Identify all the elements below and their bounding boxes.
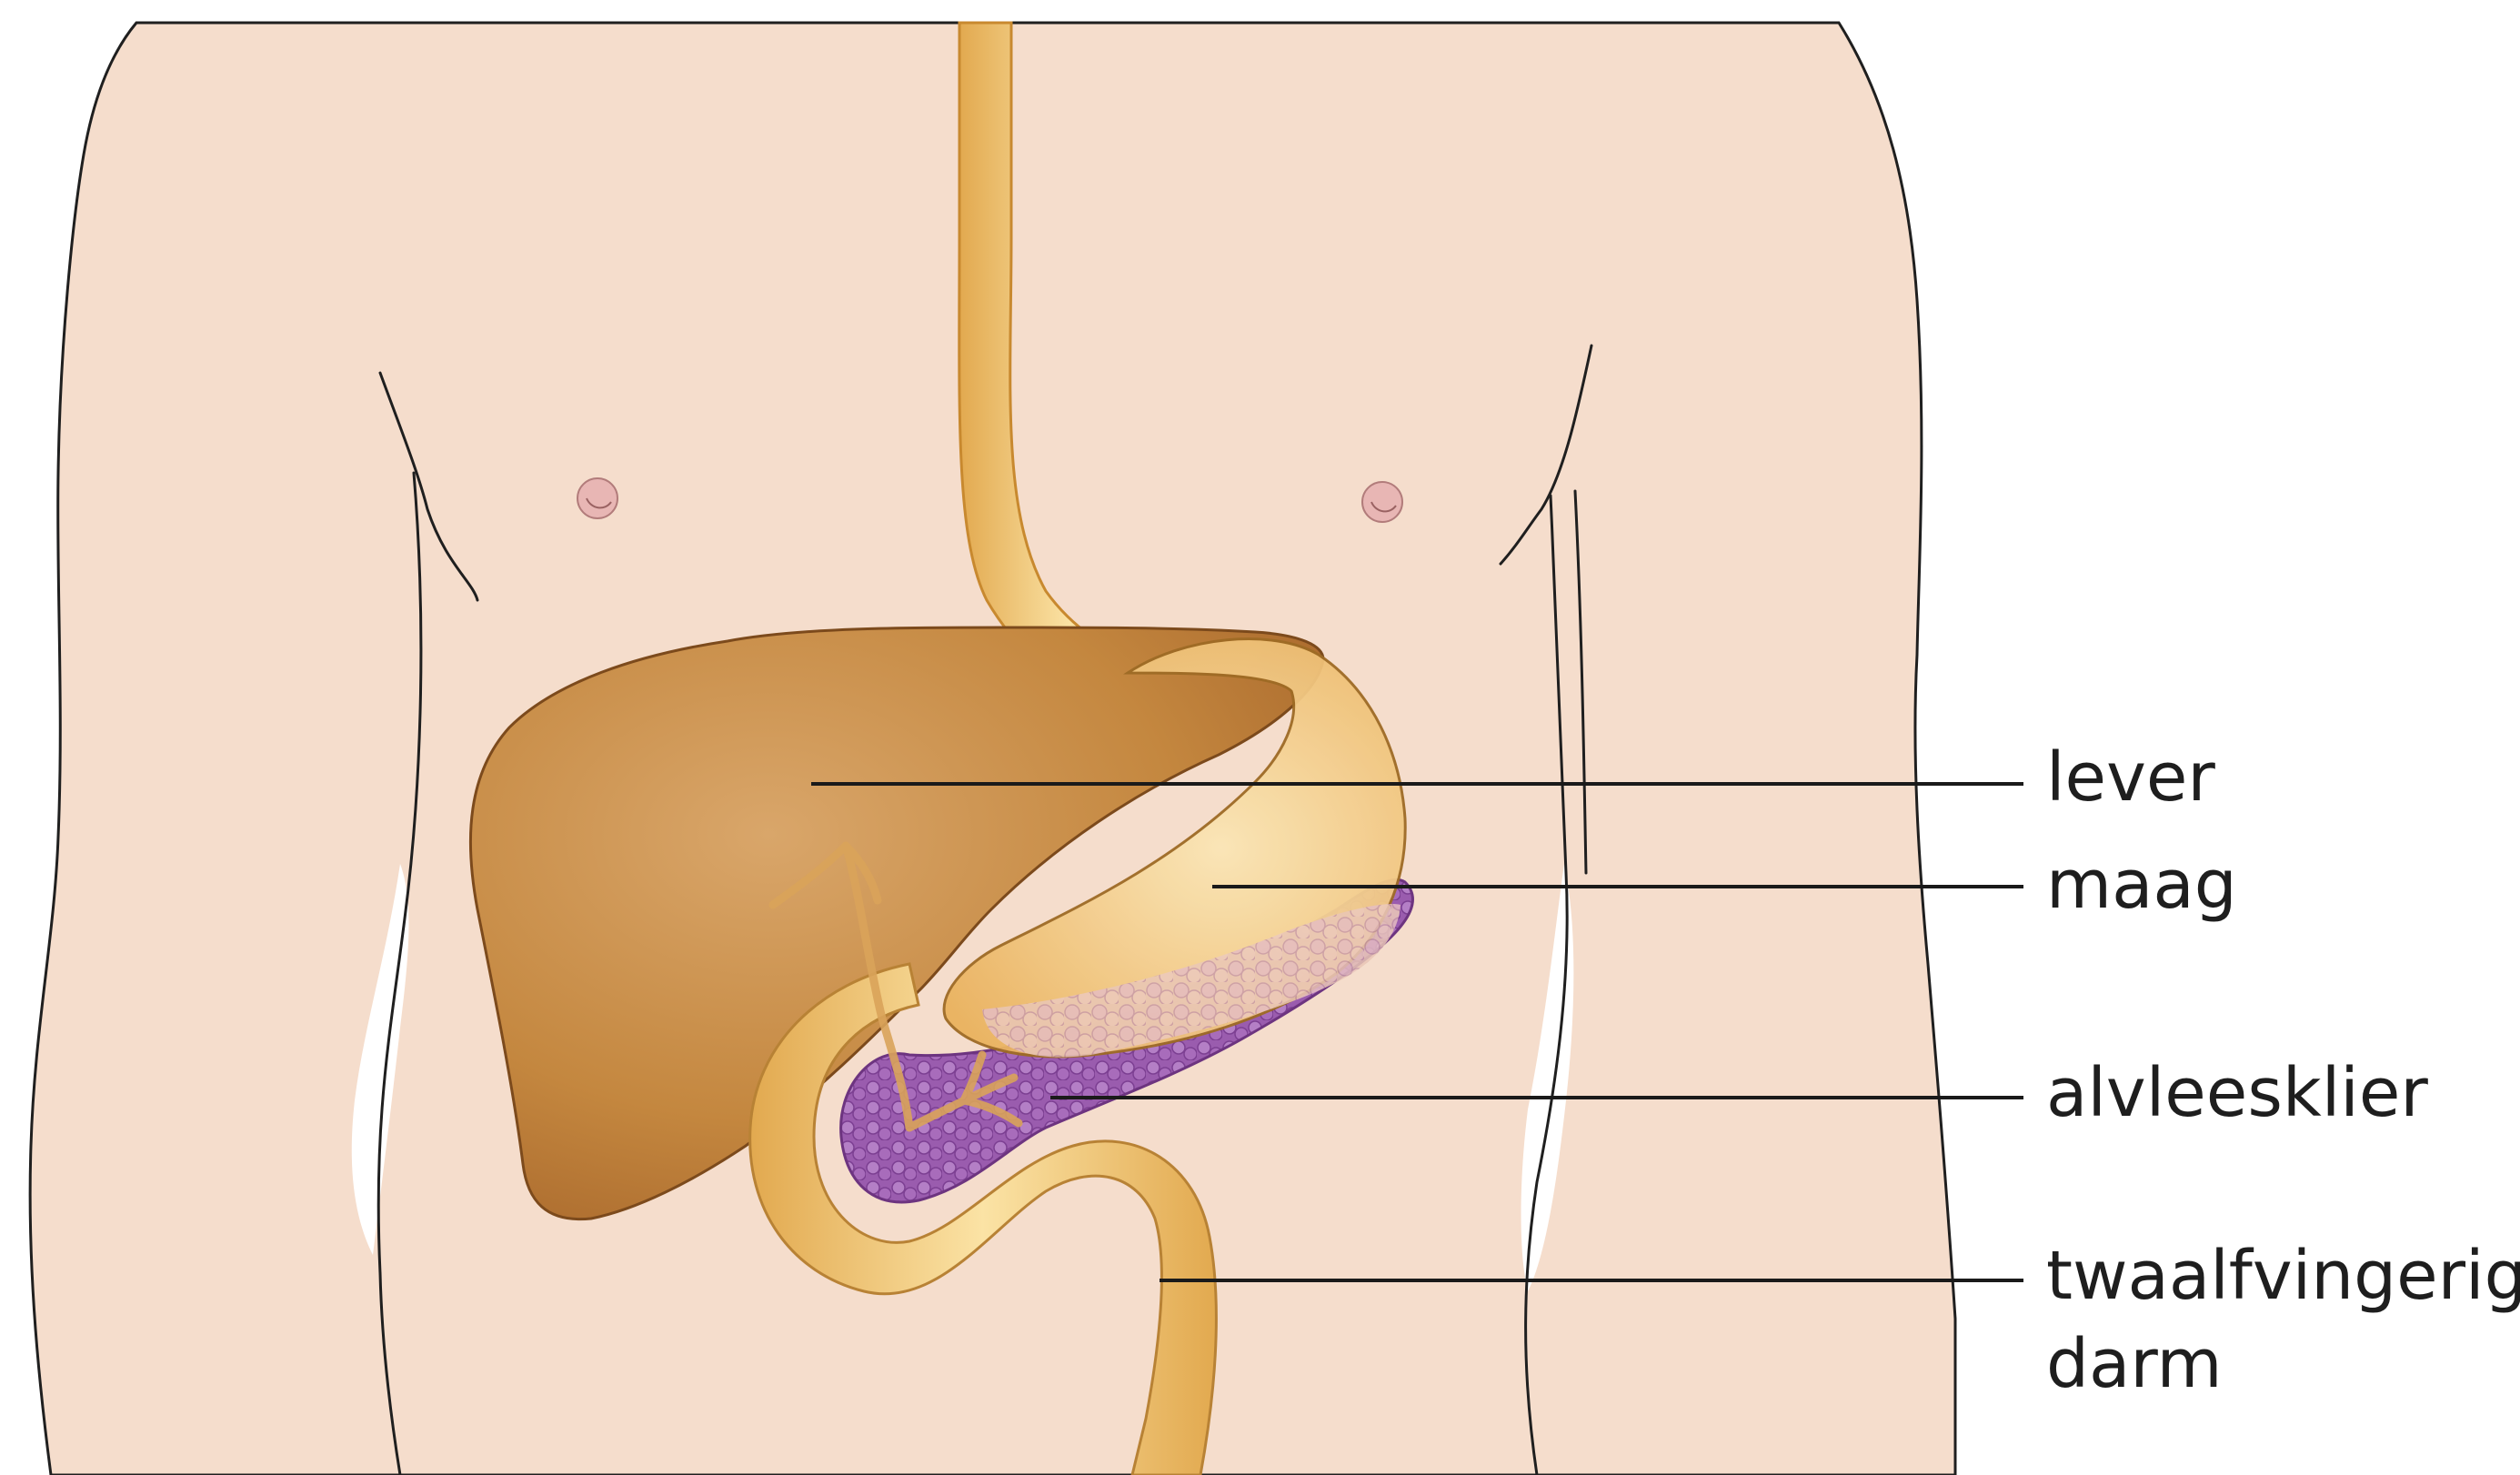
left-nipple bbox=[577, 478, 617, 518]
label-duodenum-line2: darm bbox=[2046, 1325, 2223, 1403]
label-pancreas: alvleesklier bbox=[2046, 1054, 2428, 1132]
label-liver: lever bbox=[2046, 738, 2215, 817]
right-nipple bbox=[1362, 482, 1402, 522]
label-duodenum-line1: twaalfvingerige bbox=[2046, 1237, 2520, 1315]
label-stomach: maag bbox=[2046, 846, 2237, 924]
